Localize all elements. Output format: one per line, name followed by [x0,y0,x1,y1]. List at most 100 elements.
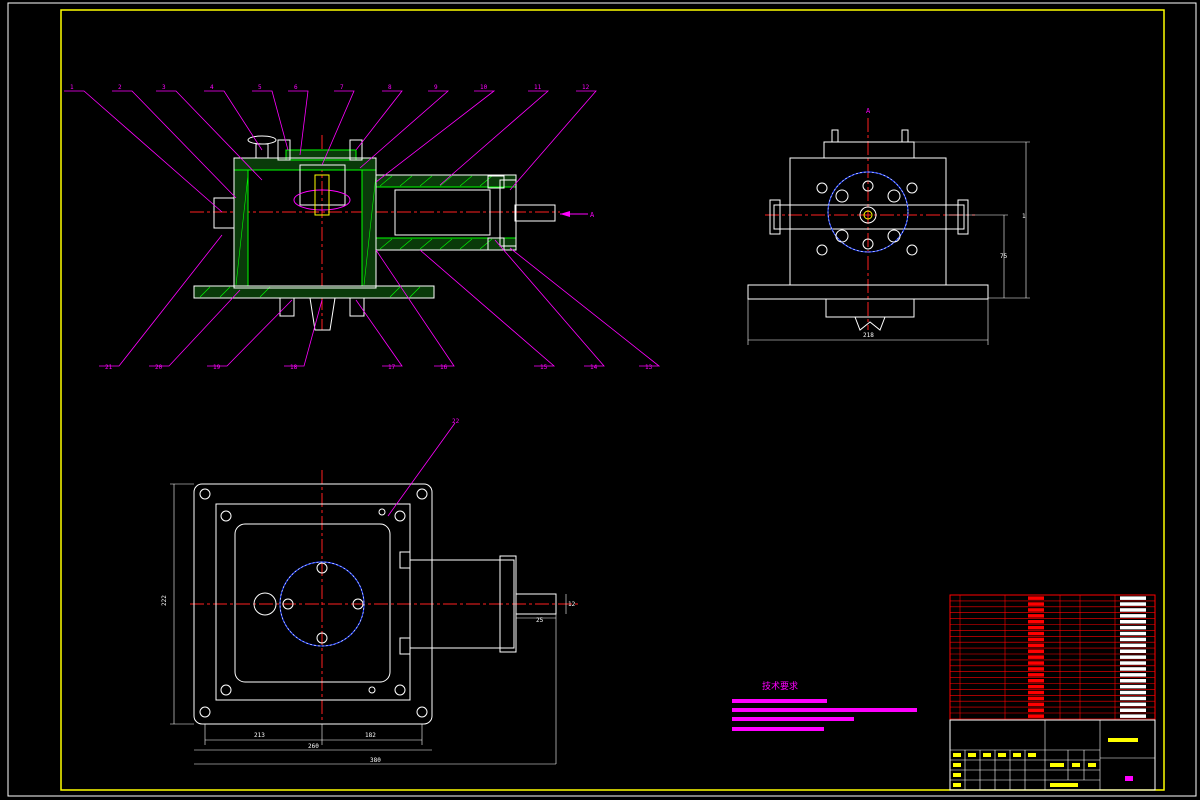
parts-row-code [1120,631,1146,636]
parts-row-cell [1028,696,1044,701]
parts-row-cell [1028,684,1044,689]
top-balloon-1: 1 [70,84,74,91]
parts-row-cell [1028,673,1044,677]
side-height-dim: 1 [1022,213,1026,220]
parts-row-code [1120,602,1146,606]
top-balloon-3: 3 [162,84,166,91]
top-leader-4 [204,90,263,151]
bottom-balloon-19: 19 [213,364,221,371]
parts-row-code [1120,702,1146,707]
title-block [949,719,1156,791]
parts-row-cell [1028,637,1044,642]
parts-row-cell [1028,643,1044,648]
top-leader-2 [112,90,237,199]
parts-row-code [1120,637,1146,642]
parts-row-code [1120,696,1146,701]
outer-border [7,2,1197,797]
parts-row-cell [1028,679,1044,683]
parts-row-code [1120,625,1146,630]
parts-row-code [1120,643,1146,648]
parts-row-code [1120,667,1146,671]
top-balloon-9: 9 [434,84,438,91]
parts-row-code [1120,661,1146,665]
bottom-balloon-18: 18 [290,364,298,371]
bottom-leader-21 [99,234,223,367]
bottom-balloon-13: 13 [645,364,653,371]
plan-dim-1: 213 [254,732,265,739]
parts-row-code [1120,684,1146,689]
parts-row-code [1120,708,1146,712]
parts-row-cell [1028,631,1044,636]
parts-row-code [1120,690,1146,695]
parts-row-cell [1028,667,1044,671]
side-view: A [747,107,1030,345]
bottom-leader-20 [149,289,241,367]
parts-row-cell [1028,702,1044,707]
bottom-leader-16 [375,249,455,367]
bottom-leader-15 [419,249,556,367]
tech-requirements: 技术要求 [732,680,917,731]
top-balloon-2: 2 [118,84,122,91]
parts-row-cell [1028,614,1044,618]
drawing-frame [60,9,1165,791]
bottom-leader-18 [284,299,323,367]
parts-row-cell [1028,690,1044,695]
top-leader-12 [509,90,597,191]
bottom-leader-13 [509,247,661,367]
top-balloon-4: 4 [210,84,214,91]
top-leader-6 [288,90,309,156]
top-leader-3 [156,90,263,181]
parts-row-code [1120,714,1146,718]
plan-dim-2: 182 [365,732,376,739]
parts-row-code [1120,620,1146,624]
top-balloon-7: 7 [340,84,344,91]
bottom-balloon-21: 21 [105,364,113,371]
parts-row-cell [1028,649,1044,653]
plan-dim-3: 260 [308,743,319,750]
top-leader-10 [375,90,496,183]
top-balloon-8: 8 [388,84,392,91]
plan-view: 22 222 213 182 260 380 25 12 [161,418,580,765]
leader-lines-bottom [99,234,661,367]
side-width-dim: 218 [863,332,874,339]
bottom-balloon-14: 14 [590,364,598,371]
section-arrow-label: A [590,211,595,219]
top-leader-9 [359,90,450,169]
tech-requirements-title: 技术要求 [762,680,798,692]
view-mark: A [866,107,871,115]
parts-row-code [1120,679,1146,683]
parts-row-cell [1028,620,1044,624]
parts-list [949,594,1156,721]
parts-row-code [1120,596,1146,600]
bottom-balloon-20: 20 [155,364,163,371]
bottom-leader-17 [355,299,403,367]
bottom-balloon-17: 17 [388,364,396,371]
parts-row-code [1120,649,1146,653]
parts-row-cell [1028,708,1044,712]
bottom-leader-14 [494,239,605,367]
leader-lines-top [64,90,597,213]
parts-row-cell [1028,714,1044,718]
bottom-leader-19 [207,299,293,367]
top-leader-1 [64,90,223,213]
section-view: A [190,135,595,331]
top-balloon-12: 12 [582,84,590,91]
parts-row-code [1120,655,1146,659]
bottom-balloon-16: 16 [440,364,448,371]
plan-balloon: 22 [452,418,460,425]
plan-dim-5: 25 [536,617,544,624]
parts-row-code [1120,614,1146,618]
top-leader-8 [355,90,403,151]
side-inner-dim: 75 [1000,253,1008,260]
parts-row-cell [1028,602,1044,606]
top-leader-5 [252,90,289,151]
parts-row-cell [1028,608,1044,612]
parts-row-cell [1028,625,1044,630]
top-balloon-5: 5 [258,84,262,91]
top-balloon-6: 6 [294,84,298,91]
parts-row-cell [1028,596,1044,600]
plan-height-dim: 222 [161,595,168,606]
